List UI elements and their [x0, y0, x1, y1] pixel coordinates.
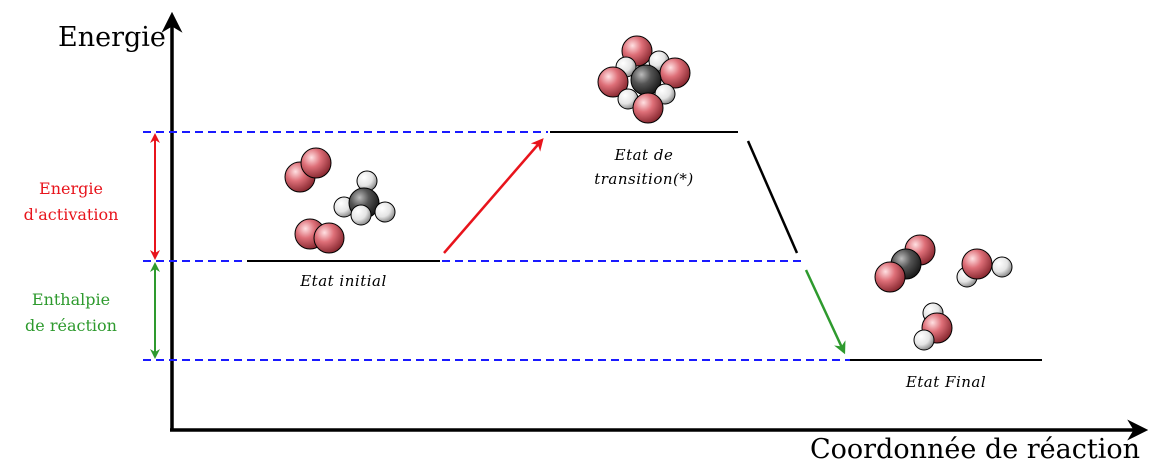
h2o-molecule-right	[956, 248, 1013, 288]
h2o-molecule-bottom	[913, 302, 953, 351]
descent-path-line	[746, 140, 799, 254]
enthalpy-path-arrow	[804, 269, 846, 355]
activation-energy-label-line2: d'activation	[23, 205, 119, 224]
transition-state-label-line2: transition(*)	[594, 170, 694, 188]
final-state-label: Etat Final	[905, 373, 987, 391]
reaction-enthalpy-label-line2: de réaction	[25, 316, 117, 335]
methane-molecule	[333, 170, 396, 226]
transition-state-complex	[597, 35, 691, 124]
co2-molecule	[874, 234, 936, 293]
activation-energy-label-line1: Energie	[39, 179, 103, 198]
y-axis-label: Energie	[58, 22, 166, 53]
activation-energy-label: Energie d'activation	[6, 176, 136, 228]
reaction-enthalpy-label-line1: Enthalpie	[31, 290, 111, 309]
reaction-enthalpy-label: Enthalpie de réaction	[6, 287, 136, 339]
transition-state-label-line1: Etat de	[614, 146, 674, 164]
x-axis-label: Coordonnée de réaction	[809, 434, 1140, 465]
activation-path-arrow	[443, 138, 544, 254]
initial-state-label: Etat initial	[300, 272, 387, 290]
o2-molecule-bottom	[294, 218, 345, 254]
o2-molecule-top	[284, 147, 332, 193]
